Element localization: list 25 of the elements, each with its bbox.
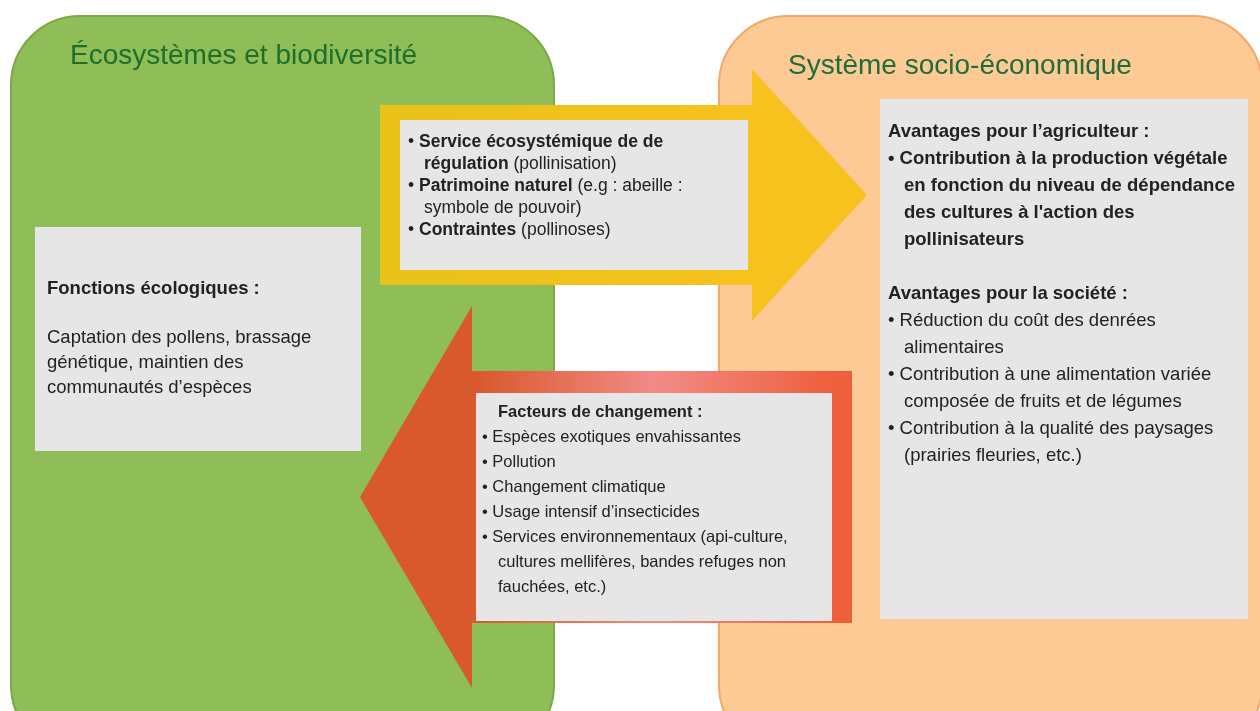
- region-title: Système socio-économique: [788, 49, 1132, 81]
- section-heading: Fonctions écologiques :: [47, 276, 261, 300]
- paragraph: Captation des pollens, brassage génétique, maintien des communautés d’espèces: [47, 325, 313, 399]
- section-heading: Avantages pour l’agriculteur :: [888, 119, 1151, 143]
- section-heading: Facteurs de changement :: [498, 401, 704, 422]
- list-item: • Contribution à la production végétale en fonction du niveau de dépendance des cultures à l'action des pollinisateurs: [888, 146, 1236, 251]
- arrow: [360, 306, 476, 688]
- text-panel: [35, 227, 361, 451]
- list-item: • Espèces exotiques envahissantes: [482, 426, 742, 447]
- list-item: • Contribution à une alimentation variée composée de fruits et de légumes: [888, 362, 1213, 413]
- list-item: • Réduction du coût des denrées alimentaires: [888, 308, 1157, 359]
- list-item: • Contraintes (pollinoses): [408, 218, 612, 240]
- list-item: • Contribution à la qualité des paysages (prairies fleuries, etc.): [888, 416, 1215, 467]
- text-panel: [880, 99, 1248, 619]
- list-item: • Services environnementaux (api-culture, cultures mellifères, bandes refuges non fauchées, etc.): [482, 526, 789, 597]
- text-panel: [476, 371, 852, 623]
- section-heading: Avantages pour la société :: [888, 281, 1129, 305]
- list-item: • Changement climatique: [482, 476, 667, 497]
- region-title: Écosystèmes et biodiversité: [70, 39, 418, 71]
- arrow: [748, 69, 867, 321]
- text-panel: [380, 105, 748, 285]
- list-item: • Service écosystémique de de régulation (pollinisation): [408, 130, 665, 174]
- list-item: • Pollution: [482, 451, 557, 472]
- list-item: • Usage intensif d’insecticides: [482, 501, 701, 522]
- list-item: • Patrimoine naturel (e.g : abeille : symbole de pouvoir): [408, 174, 684, 218]
